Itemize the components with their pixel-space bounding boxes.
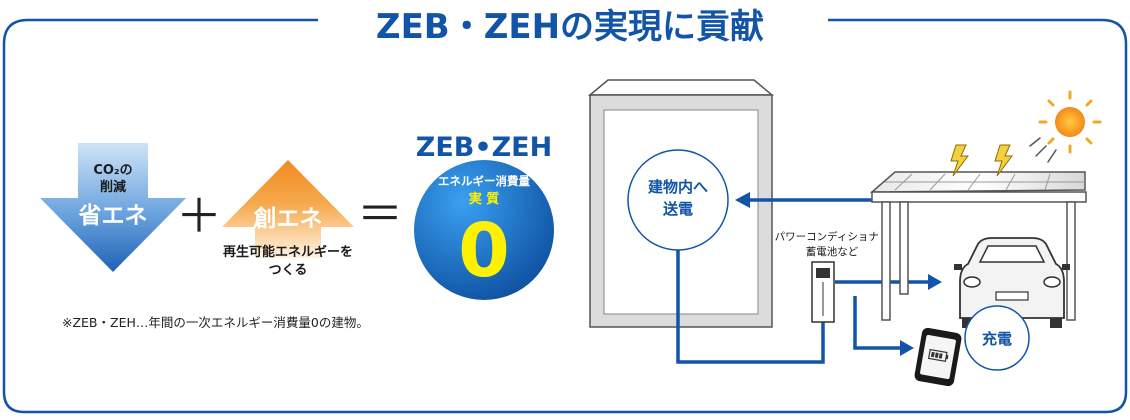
footnote: ※ZEB・ZEH…年間の一次エネルギー消費量0の建物。 (62, 315, 369, 330)
zeb-line1: エネルギー消費量 (438, 174, 530, 188)
electric-car-icon (954, 237, 1070, 328)
frame-border (2, 18, 1128, 414)
zeb-zero-circle: ZEB•ZEH エネルギー消費量 実 質 0 (414, 132, 554, 300)
building-circle-line2: 送電 (662, 200, 693, 218)
solar-carport (869, 171, 1087, 321)
charge-circle: 充電 (964, 305, 1030, 371)
energy-creation-desc-line1: 再生可能エネルギーを (223, 244, 353, 260)
sun-icon (1029, 90, 1102, 163)
energy-saving-label: 省エネ (78, 203, 148, 229)
building-circle-line1: 建物内へ (648, 178, 708, 196)
co2-line1: CO₂の (93, 163, 132, 178)
flow-arrowheads (735, 192, 942, 356)
battery-icon (927, 348, 949, 363)
charge-label: 充電 (982, 330, 1012, 348)
energy-saving-arrow: CO₂の 削減 省エネ (40, 143, 186, 272)
equals-sign: ＝ (357, 187, 403, 241)
smartphone-icon (914, 327, 962, 387)
power-conditioner-line2: 蓄電池など (806, 245, 859, 258)
energy-creation-arrow: 創エネ 再生可能エネルギーを つくる (222, 160, 354, 278)
energy-creation-desc-line2: つくる (269, 263, 308, 278)
energy-creation-label: 創エネ (254, 206, 323, 232)
building-power-circle: 建物内へ 送電 (627, 149, 729, 251)
page-title: ZEB・ZEHの実現に貢献 (376, 7, 764, 47)
lightning-bolt-icon (950, 144, 1013, 177)
co2-line2: 削減 (100, 179, 126, 195)
zeb-heading: ZEB•ZEH (416, 132, 552, 163)
power-conditioner-device (811, 261, 835, 323)
power-conditioner-line1: パワーコンディショナ・ (775, 230, 890, 243)
plus-sign: ＋ (176, 189, 222, 243)
zeb-line2: 実 質 (469, 191, 500, 207)
zeb-value: 0 (458, 208, 510, 294)
